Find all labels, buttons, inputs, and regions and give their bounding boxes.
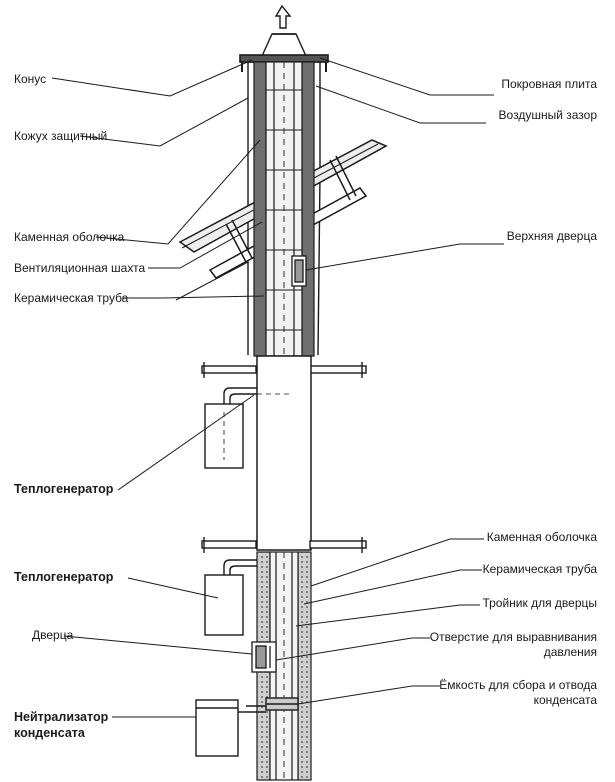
label-cover-plate: Покровная плита — [501, 77, 597, 91]
heat-generator-2 — [204, 559, 257, 636]
label-upper-door: Верхняя дверца — [506, 229, 597, 243]
label-neutralizer-line2: конденсата — [14, 726, 85, 740]
label-neutralizer-line1: Нейтрализатор — [14, 710, 109, 724]
tee-door — [251, 641, 277, 673]
label-heat-generator-1: Теплогенератор — [14, 482, 114, 496]
label-protective-casing: Кожух защитный — [14, 129, 108, 143]
ceramic-segment-joints — [266, 89, 302, 331]
label-air-gap: Воздушный зазор — [498, 108, 597, 122]
label-door: Дверца — [32, 628, 74, 642]
floor-slab-2 — [201, 537, 367, 553]
label-pressure-hole-line2: давления — [543, 645, 597, 659]
label-stone-shell-top: Каменная оболочка — [14, 230, 125, 244]
condensate-neutralizer — [195, 699, 246, 757]
label-vent-shaft: Вентиляционная шахта — [14, 261, 146, 275]
chimney-middle — [256, 355, 312, 551]
label-condensate-tank-line2: конденсата — [533, 693, 597, 707]
chimney-upper — [253, 61, 315, 357]
label-tee-door: Тройник для дверцы — [482, 596, 597, 610]
label-stone-shell-bottom: Каменная оболочка — [486, 530, 597, 544]
label-ceramic-pipe-top: Керамическая труба — [14, 291, 129, 305]
upper-door — [291, 255, 307, 287]
cone — [260, 4, 308, 57]
label-ceramic-pipe-bottom: Керамическая труба — [482, 562, 597, 576]
label-cone: Конус — [14, 72, 47, 86]
leader-lines — [51, 57, 504, 718]
heat-generator-1 — [204, 387, 290, 469]
label-condensate-tank-line1: Ёмкость для сбора и отвода — [439, 678, 597, 692]
label-heat-generator-2: Теплогенератор — [14, 570, 114, 584]
label-pressure-hole-line1: Отверстие для выравнивания — [429, 630, 597, 644]
condensate-tank — [246, 697, 299, 713]
